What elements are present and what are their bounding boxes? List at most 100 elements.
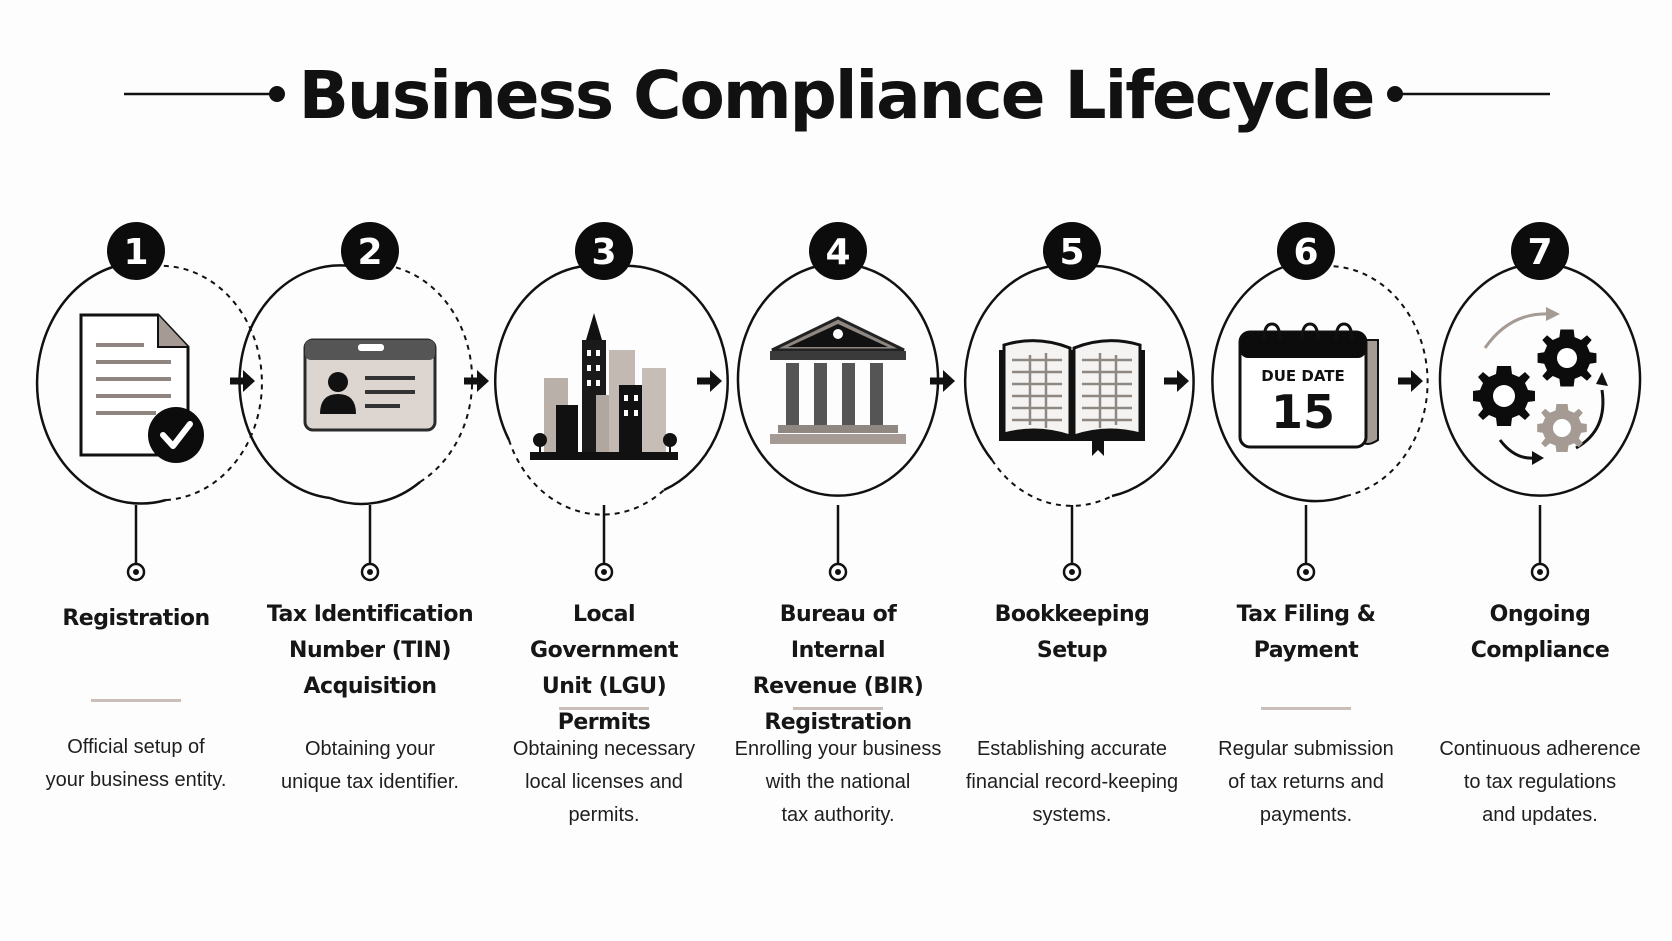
step-desc-line: local licenses and <box>525 771 683 793</box>
step-circle-solid <box>1438 264 1642 497</box>
arrow-6-7 <box>1398 370 1423 392</box>
step-title-line: Compliance <box>1470 638 1610 663</box>
step-title-line: Tax Identification <box>266 602 474 627</box>
city-buildings-icon <box>530 313 678 460</box>
step-2: 2 <box>238 222 474 582</box>
step-circle-dashed <box>1325 264 1429 497</box>
step-title-line: Registration <box>62 606 210 631</box>
step-title-line: Setup <box>1036 638 1108 663</box>
step-title-line: Bureau of Internal <box>779 602 897 663</box>
step-6-description: Regular submission of tax returns and pa… <box>1186 733 1426 832</box>
title-group: Business Compliance Lifecycle <box>124 57 1550 134</box>
step-desc-line: of tax returns and <box>1228 771 1384 793</box>
step-circle-solid <box>963 264 1053 461</box>
step-desc-line: Official setup of <box>67 736 205 758</box>
government-building-icon <box>770 316 906 444</box>
step-number-badge <box>341 222 399 280</box>
step-circle-solid <box>238 264 351 500</box>
step-4-underline <box>793 707 883 710</box>
step-3: 3 <box>493 222 729 582</box>
step-circle-solid <box>35 264 167 505</box>
step-title-line: Number (TIN) <box>289 638 451 663</box>
step-title-line: Revenue (BIR) <box>752 674 924 699</box>
step-number-badge <box>809 222 867 280</box>
step-desc-line: your business entity. <box>45 769 227 791</box>
step-2-title: Tax Identification Number (TIN) Acquisit… <box>265 597 475 705</box>
step-2-description: Obtaining your unique tax identifier. <box>250 733 490 799</box>
arrow-1-2 <box>230 370 255 392</box>
step-title-line: Unit (LGU) <box>541 674 667 699</box>
step-circle-solid <box>736 264 940 497</box>
step-desc-line: Obtaining your <box>304 738 436 760</box>
step-1-title: Registration <box>31 601 241 637</box>
step-desc-line: Obtaining necessary <box>512 738 696 760</box>
calendar-day: 15 <box>1271 385 1335 439</box>
step-desc-line: with the national <box>765 771 911 793</box>
step-desc-line: financial record-keeping <box>965 771 1179 793</box>
page-title: Business Compliance Lifecycle <box>299 57 1374 134</box>
step-3-title: Local Government Unit (LGU) Permits <box>499 597 709 741</box>
step-desc-line: Continuous adherence <box>1439 738 1641 760</box>
title-left-dot <box>269 86 285 102</box>
step-circle-dashed <box>508 439 665 516</box>
step-circle-dashed <box>991 459 1113 507</box>
step-title-line: Local Government <box>530 602 678 663</box>
step-desc-line: to tax regulations <box>1463 771 1617 793</box>
step-1-underline <box>91 699 181 702</box>
step-4-description: Enrolling your business with the nationa… <box>718 733 958 832</box>
step-4-title: Bureau of Internal Revenue (BIR) Registr… <box>733 597 943 741</box>
step-number: 6 <box>1293 232 1318 273</box>
step-7-title: Ongoing Compliance <box>1435 597 1645 669</box>
step-title-line: Bookkeeping <box>994 602 1150 627</box>
step-number-badge <box>1511 222 1569 280</box>
step-number: 1 <box>123 232 148 273</box>
step-6-underline <box>1261 707 1351 710</box>
step-title-line: Tax Filing & <box>1236 602 1376 627</box>
step-title-line: Acquisition <box>303 674 438 699</box>
arrow-5-6 <box>1164 370 1189 392</box>
step-number: 2 <box>357 232 382 273</box>
gears-cycle-icon <box>1473 307 1608 465</box>
step-number-badge <box>1277 222 1335 280</box>
id-card-icon <box>303 338 437 432</box>
step-number-badge <box>1043 222 1101 280</box>
title-right-dot <box>1387 86 1403 102</box>
step-7-description: Continuous adherence to tax regulations … <box>1420 733 1660 832</box>
step-circle-solid <box>1211 264 1347 503</box>
step-desc-line: Regular submission <box>1218 738 1394 760</box>
step-3-underline <box>559 707 649 710</box>
step-number-badge <box>107 222 165 280</box>
step-desc-line: Establishing accurate <box>976 738 1168 760</box>
step-desc-line: Enrolling your business <box>734 738 942 760</box>
calendar-heading: DUE DATE <box>1261 367 1344 385</box>
step-title-line: Payment <box>1253 638 1359 663</box>
step-5: 5 <box>963 222 1195 582</box>
step-6: 6 DUE DATE 15 <box>1211 222 1429 582</box>
step-circle-dashed <box>389 265 474 483</box>
step-title-line: Permits <box>557 710 651 735</box>
step-4: 4 <box>736 222 940 582</box>
step-title-line: Registration <box>764 710 912 735</box>
step-number-badge <box>575 222 633 280</box>
step-3-description: Obtaining necessary local licenses and p… <box>484 733 724 832</box>
step-number: 4 <box>825 232 850 273</box>
step-desc-line: permits. <box>568 804 640 826</box>
arrow-4-5 <box>930 370 955 392</box>
step-5-description: Establishing accurate financial record-k… <box>952 733 1192 832</box>
step-desc-line: and updates. <box>1482 804 1598 826</box>
step-1-description: Official setup of your business entity. <box>16 731 256 797</box>
arrow-2-3 <box>464 370 489 392</box>
step-number: 7 <box>1527 232 1552 273</box>
step-5-title: Bookkeeping Setup <box>967 597 1177 669</box>
step-number: 5 <box>1059 232 1084 273</box>
step-desc-line: systems. <box>1032 804 1112 826</box>
step-number: 3 <box>591 232 616 273</box>
step-1: 1 <box>35 222 263 582</box>
step-desc-line: unique tax identifier. <box>281 771 459 793</box>
step-title-line: Ongoing <box>1489 602 1591 627</box>
step-circle-dashed <box>155 264 263 501</box>
arrow-3-4 <box>697 370 722 392</box>
calendar-due-date-icon: DUE DATE 15 <box>1238 322 1379 449</box>
open-ledger-icon <box>999 339 1145 456</box>
